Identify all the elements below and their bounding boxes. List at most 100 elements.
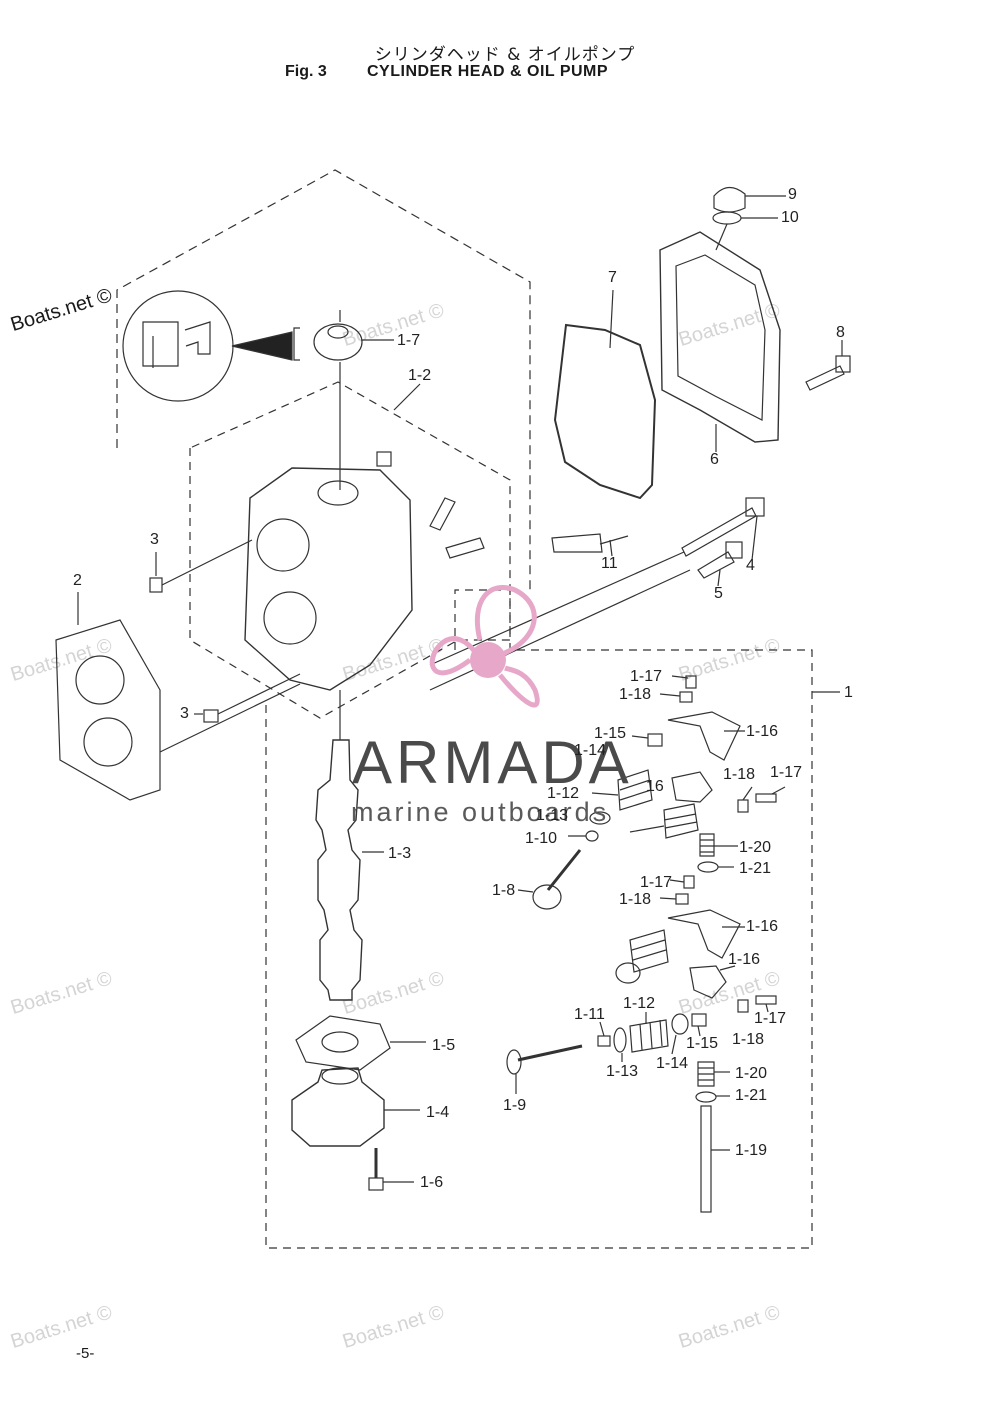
callout-1-7: 1-7 (397, 332, 421, 349)
bolt-head (835, 355, 851, 373)
adjust-screw-part (683, 875, 695, 889)
callout-1-13: 1-13 (606, 1063, 639, 1080)
spring-seat-part (589, 811, 611, 825)
bolt-head (745, 497, 765, 517)
callout-1-14: 1-14 (656, 1055, 689, 1072)
bracket (293, 327, 300, 361)
rocker-arm-part (689, 965, 727, 999)
valve-spring-part (663, 803, 699, 839)
callout-1-8: 1-8 (492, 882, 516, 899)
valve-head-part (615, 962, 641, 984)
logo-propeller-icon (429, 585, 540, 708)
washer-part (697, 861, 719, 873)
valve-seal-part (585, 830, 599, 842)
callout-1-3: 1-3 (388, 845, 412, 862)
callout-1-9: 1-9 (503, 1097, 527, 1114)
adjust-screw-part (755, 793, 777, 803)
figure-number: Fig. 3 (285, 63, 327, 80)
callout-1-17: 1-17 (630, 668, 663, 685)
callout-1-16: 1-16 (746, 723, 779, 740)
callout-5: 5 (714, 585, 723, 602)
rocker-arm-part (667, 711, 741, 761)
callout-1-20: 1-20 (739, 839, 772, 856)
dashed-outline-head-group (189, 381, 511, 719)
valve-spring-part (617, 769, 653, 811)
callout-1-17: 1-17 (640, 874, 673, 891)
callout-16: 16 (646, 778, 664, 795)
callout-1-21: 1-21 (735, 1087, 768, 1104)
bearing-part (313, 323, 363, 361)
title-japanese: シリンダヘッド & オイルポンプ (374, 45, 636, 65)
adjust-screw-part (755, 995, 777, 1005)
callout-6: 6 (710, 451, 719, 468)
leader-line (771, 786, 786, 795)
logo-tagline: marine outboards (351, 797, 610, 827)
lock-nut-part (675, 893, 689, 905)
detail-pointer (231, 331, 293, 361)
long-bolt-part (681, 507, 757, 557)
cylinder-head-part (244, 467, 413, 691)
callout-1-2: 1-2 (408, 367, 432, 384)
leader-line (393, 383, 421, 411)
callout-1-18: 1-18 (619, 686, 652, 703)
guide-part (429, 497, 456, 531)
dowel-pin-part (203, 709, 219, 723)
cover-gasket-part (553, 323, 657, 500)
valve-stem-part (517, 1044, 583, 1062)
page-number: -5- (76, 1345, 95, 1362)
lifter-spring-part (699, 833, 715, 857)
callout-10: 10 (781, 209, 799, 226)
title-english: CYLINDER HEAD & OIL PUMP (367, 63, 609, 80)
axis-line (429, 551, 685, 666)
callout-1-15: 1-15 (594, 725, 627, 742)
callout-1-13: 1-13 (536, 807, 569, 824)
valve-spring-part (629, 1019, 669, 1053)
valve-stem-part (546, 849, 582, 891)
cam-bore (317, 480, 359, 506)
leader-line (591, 792, 619, 796)
valve-head-part (532, 884, 562, 910)
bolt-part (697, 551, 735, 579)
callout-1-12: 1-12 (623, 995, 656, 1012)
callout-1-18: 1-18 (723, 766, 756, 783)
leader-line (599, 1021, 605, 1037)
callout-1-6: 1-6 (420, 1174, 444, 1191)
leader-line (609, 539, 613, 557)
callout-1-18: 1-18 (619, 891, 652, 908)
callout-1-10: 1-10 (525, 830, 558, 847)
valve-head-part (506, 1049, 522, 1075)
valve-stem-part (629, 825, 665, 833)
washer-part (695, 1091, 717, 1103)
head-gasket-part (55, 619, 161, 801)
leader-line (751, 515, 758, 561)
lifter-spring-part (697, 1061, 715, 1087)
leader-line (631, 735, 649, 739)
lock-nut-part (737, 999, 749, 1013)
leader-line (715, 223, 728, 251)
callout-1-21: 1-21 (739, 860, 772, 877)
leader-line (742, 786, 753, 801)
pump-shaft-bore (321, 1067, 359, 1085)
pump-gasket-part (295, 1015, 391, 1071)
callout-1-14: 1-14 (574, 742, 607, 759)
spark-plug-part (551, 533, 603, 553)
camshaft-part (315, 739, 363, 1001)
callout-1-16: 1-16 (728, 951, 761, 968)
rocker-arm-part (667, 909, 741, 959)
callout-1-15: 1-15 (686, 1035, 719, 1052)
leader-line (671, 1034, 677, 1055)
dashed-outline-bearing-group (116, 169, 531, 590)
callout-1-19: 1-19 (735, 1142, 768, 1159)
adjust-screw-part (685, 675, 697, 689)
leader-line (669, 879, 685, 883)
head-cover-part (659, 231, 781, 443)
callout-1-11: 1-11 (574, 1006, 605, 1023)
callout-1-4: 1-4 (426, 1104, 450, 1121)
callout-9: 9 (788, 186, 797, 203)
bolt-head (725, 541, 743, 559)
combustion-chamber (263, 591, 317, 645)
dashed-outline-valvetrain-group (265, 589, 813, 1249)
dowel-part (376, 451, 392, 467)
callout-7: 7 (608, 269, 617, 286)
